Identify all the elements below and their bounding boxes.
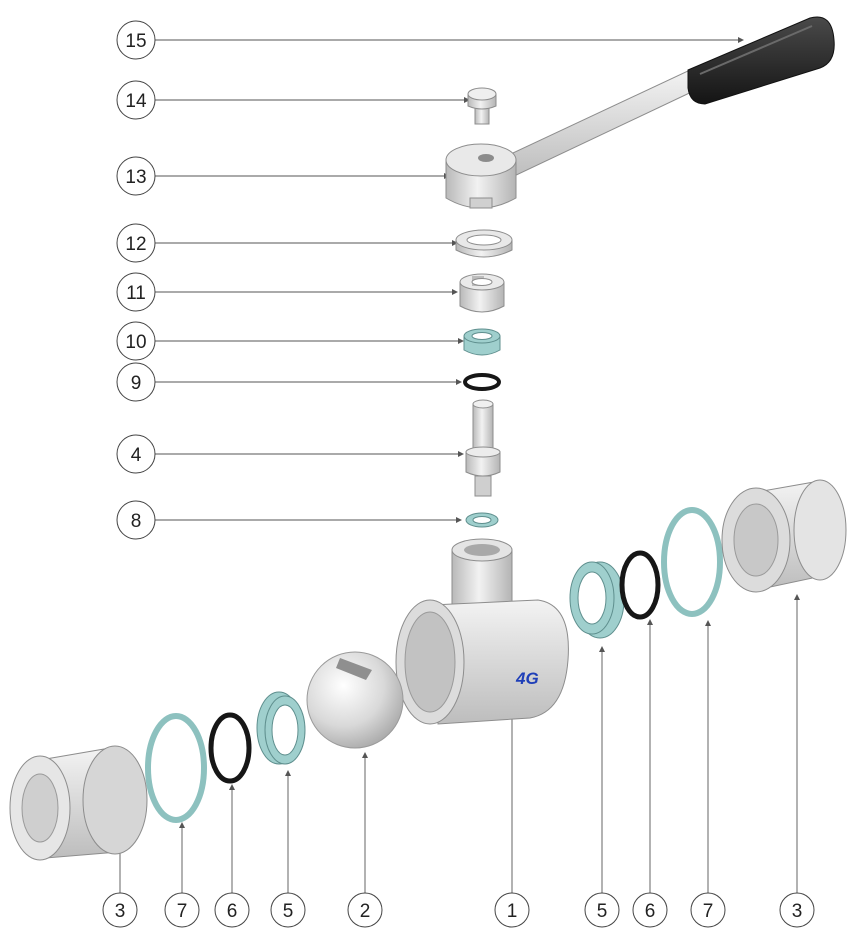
svg-text:10: 10 xyxy=(125,332,146,353)
o-ring-left xyxy=(208,712,252,784)
brand-logo: 4G xyxy=(515,669,539,688)
svg-text:8: 8 xyxy=(131,511,142,532)
svg-text:7: 7 xyxy=(177,901,188,922)
svg-text:11: 11 xyxy=(126,283,146,304)
gasket-left xyxy=(145,713,207,823)
o-ring-right xyxy=(619,550,661,620)
svg-text:15: 15 xyxy=(125,31,146,52)
end-connector-right xyxy=(721,479,847,593)
leader-lines xyxy=(117,37,800,893)
gasket-right xyxy=(661,507,723,617)
callout-12: 12 xyxy=(116,223,156,263)
seat-left xyxy=(256,691,306,765)
svg-text:6: 6 xyxy=(645,901,656,922)
callout-13: 13 xyxy=(116,156,156,196)
callout-3-left: 3 xyxy=(102,892,138,928)
handle-head xyxy=(445,143,517,209)
stem-o-ring xyxy=(463,373,501,391)
svg-text:5: 5 xyxy=(597,901,608,922)
svg-text:13: 13 xyxy=(125,167,146,188)
ball xyxy=(306,651,404,749)
svg-text:3: 3 xyxy=(115,901,126,922)
handle-bolt xyxy=(467,87,497,125)
svg-text:5: 5 xyxy=(283,901,294,922)
svg-text:7: 7 xyxy=(703,901,714,922)
callout-7-right: 7 xyxy=(690,892,726,928)
svg-text:12: 12 xyxy=(125,234,146,255)
callout-10: 10 xyxy=(116,321,156,361)
callout-1: 1 xyxy=(494,892,530,928)
thrust-washer xyxy=(465,512,499,528)
valve-stem xyxy=(465,399,501,497)
callout-8: 8 xyxy=(116,500,156,540)
seat-right xyxy=(569,561,625,639)
svg-text:2: 2 xyxy=(360,901,371,922)
svg-text:14: 14 xyxy=(125,91,147,112)
stop-bushing xyxy=(459,273,505,313)
callout-14: 14 xyxy=(116,80,156,120)
callout-6-left: 6 xyxy=(214,892,250,928)
handle-lever xyxy=(497,16,835,179)
callout-5-left: 5 xyxy=(270,892,306,928)
svg-text:3: 3 xyxy=(792,901,803,922)
svg-text:6: 6 xyxy=(227,901,238,922)
callout-9: 9 xyxy=(116,362,156,402)
valve-body: 4G xyxy=(395,538,569,725)
callout-2: 2 xyxy=(347,892,383,928)
stem-packing xyxy=(463,328,501,356)
callout-5-right: 5 xyxy=(584,892,620,928)
svg-text:1: 1 xyxy=(507,901,518,922)
callout-15: 15 xyxy=(116,20,156,60)
callout-6-right: 6 xyxy=(632,892,668,928)
end-connector-left xyxy=(9,745,148,861)
svg-text:9: 9 xyxy=(131,373,142,394)
callout-3-right: 3 xyxy=(779,892,815,928)
callout-11: 11 xyxy=(116,272,156,312)
lock-nut xyxy=(455,229,513,258)
callout-7-left: 7 xyxy=(164,892,200,928)
svg-text:4: 4 xyxy=(131,445,142,466)
callout-4: 4 xyxy=(116,434,156,474)
